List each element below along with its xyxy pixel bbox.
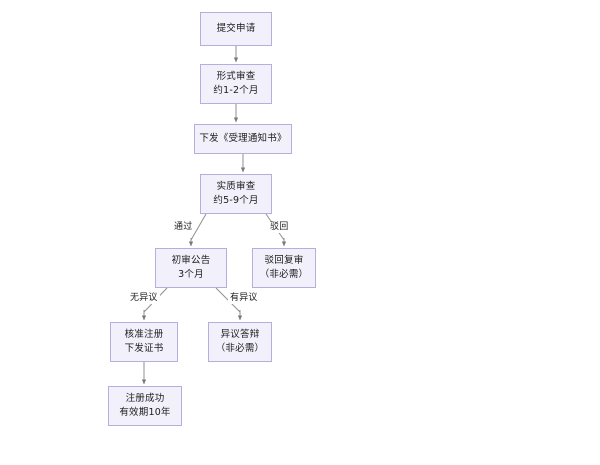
- edge-label-reject: 驳回: [268, 222, 291, 233]
- node-opposition-defense[interactable]: 异议答辩 （非必需）: [208, 322, 272, 362]
- node-substantive-examination[interactable]: 实质审查 约5-9个月: [200, 174, 272, 214]
- edge-label-has-opposition: 有异议: [228, 293, 260, 304]
- node-opposition-defense-line-2: （非必需）: [215, 343, 265, 354]
- node-rejection-review-line-2: （非必需）: [259, 269, 309, 280]
- node-formal-examination[interactable]: 形式审查 约1-2个月: [200, 64, 272, 104]
- node-acceptance-notice[interactable]: 下发《受理通知书》: [194, 124, 292, 154]
- node-acceptance-notice-line-1: 下发《受理通知书》: [199, 133, 287, 145]
- node-registration-success-line-1: 注册成功: [125, 393, 165, 405]
- node-preliminary-announcement[interactable]: 初审公告 3个月: [155, 248, 227, 288]
- edge-label-pass: 通过: [172, 222, 195, 233]
- node-rejection-review[interactable]: 驳回复审 （非必需）: [252, 248, 316, 288]
- node-formal-examination-line-2: 约1-2个月: [213, 85, 259, 96]
- node-submit-line-1: 提交申请: [216, 23, 256, 35]
- node-approve-registration-line-1: 核准注册: [124, 329, 164, 341]
- node-substantive-examination-line-2: 约5-9个月: [213, 195, 259, 206]
- edge-label-no-opposition: 无异议: [128, 293, 160, 304]
- node-approve-registration-line-2: 下发证书: [124, 343, 164, 354]
- node-approve-registration[interactable]: 核准注册 下发证书: [110, 322, 178, 362]
- node-preliminary-announcement-line-2: 3个月: [178, 269, 204, 280]
- node-rejection-review-line-1: 驳回复审: [264, 255, 304, 267]
- node-submit[interactable]: 提交申请: [200, 12, 272, 46]
- node-opposition-defense-line-1: 异议答辩: [220, 329, 260, 341]
- node-preliminary-announcement-line-1: 初审公告: [171, 255, 211, 267]
- node-registration-success-line-2: 有效期10年: [119, 407, 171, 418]
- node-formal-examination-line-1: 形式审查: [216, 71, 256, 83]
- node-registration-success[interactable]: 注册成功 有效期10年: [108, 386, 182, 426]
- node-substantive-examination-line-1: 实质审查: [216, 181, 256, 193]
